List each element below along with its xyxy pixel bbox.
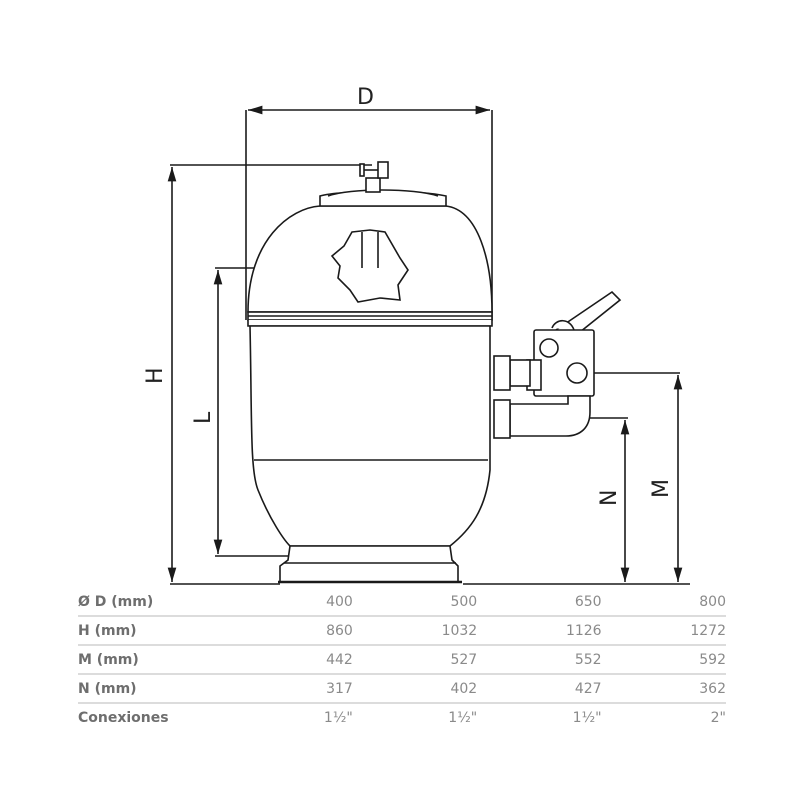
cell-value: 527: [352, 645, 478, 675]
multiport-valve: [493, 290, 622, 439]
cell-value: 592: [601, 645, 726, 675]
cell-value: 442: [228, 645, 353, 675]
spec-table: Ø D (mm) 400 500 650 800 H (mm) 860 1032…: [78, 588, 726, 731]
cell-value: 427: [477, 674, 602, 704]
table-row: Conexiones 1½" 1½" 1½" 2": [78, 703, 726, 731]
table-row: H (mm) 860 1032 1126 1272: [78, 616, 726, 646]
cell-value: 860: [228, 616, 353, 646]
cell-value: 1½": [448, 709, 478, 726]
dimension-n: [590, 417, 630, 582]
table-row: M (mm) 442 527 552 592: [78, 645, 726, 675]
cell-value: 400: [228, 588, 353, 617]
cell-value: 1272: [601, 616, 726, 646]
row-label: Conexiones: [78, 709, 169, 726]
row-label: N (mm): [78, 674, 229, 704]
cell-value: 362: [601, 674, 726, 704]
cell-value: 1126: [477, 616, 602, 646]
table-row: N (mm) 317 402 427 362: [78, 674, 726, 704]
dimension-m: [463, 372, 690, 585]
label-d: D: [357, 85, 374, 110]
cell-value: 317: [228, 674, 353, 704]
row-label: Ø D (mm): [78, 588, 229, 617]
cell-value: 800: [601, 588, 726, 617]
cell-value: 650: [477, 588, 602, 617]
dimension-h: [167, 164, 372, 585]
filter-technical-drawing: D H L N M: [143, 85, 690, 585]
cell-value: 402: [352, 674, 478, 704]
label-l: L: [191, 411, 216, 424]
table-row: Ø D (mm) 400 500 650 800: [78, 588, 726, 617]
row-label: M (mm): [78, 645, 229, 675]
cell-value: 500: [352, 588, 478, 617]
dimension-d: [245, 105, 493, 320]
label-n: N: [597, 490, 622, 506]
row-label: H (mm): [78, 616, 229, 646]
cell-value: 1032: [352, 616, 478, 646]
label-h: H: [143, 367, 168, 384]
filter-tank: [247, 161, 493, 584]
cell-value: 1½": [323, 709, 353, 726]
cell-value: 2": [710, 709, 726, 726]
cell-value: 552: [477, 645, 602, 675]
cell-value: 1½": [572, 709, 602, 726]
label-m: M: [649, 479, 674, 498]
